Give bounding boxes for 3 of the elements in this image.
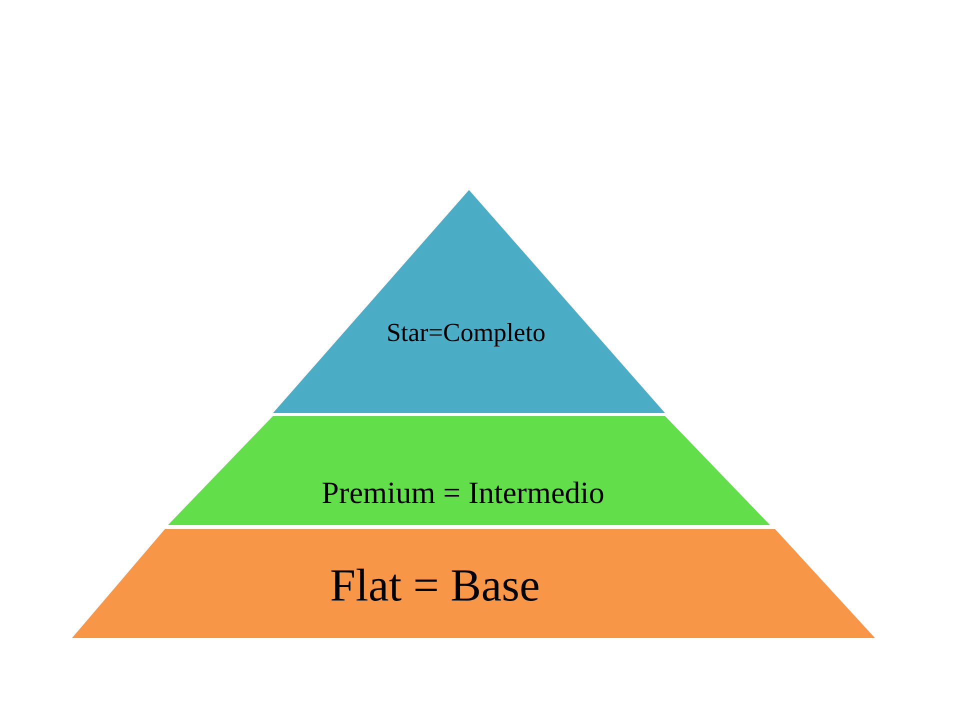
tier-label: Flat = Base — [330, 558, 540, 612]
tier-label: Star=Completo — [386, 318, 546, 348]
tier-label: Premium = Intermedio — [322, 475, 604, 511]
